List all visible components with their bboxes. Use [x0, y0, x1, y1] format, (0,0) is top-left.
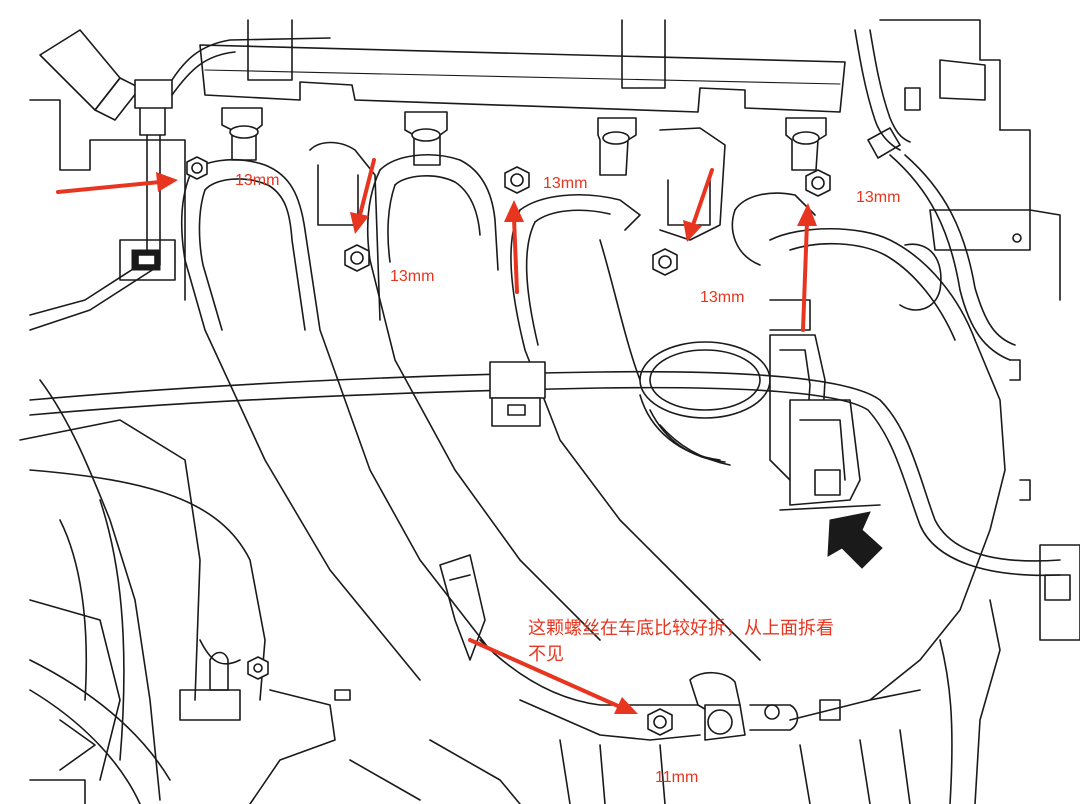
bottom-bolt-note-line1: 这颗螺丝在车底比较好拆，从上面拆看 [528, 618, 834, 639]
label-bolt-top-center: 13mm [543, 175, 587, 192]
intake-runner-2 [309, 141, 601, 641]
arrow-bolt-top-right [797, 203, 817, 332]
intake-runner-4-plenum [659, 127, 1006, 701]
bolt-head [344, 244, 370, 272]
bolt-head [504, 166, 530, 194]
fuel-rail [199, 19, 846, 113]
bolt-head [186, 156, 208, 180]
arrow-bolt-top-center [504, 200, 524, 294]
fuel-line-connector [29, 29, 331, 331]
engine-line-art [19, 19, 1080, 804]
bolt-head [247, 656, 269, 680]
engine-block-right [854, 19, 1080, 804]
arrow-bolt-mid-left [350, 158, 376, 234]
bolts [186, 156, 831, 736]
bolt-head [805, 169, 831, 197]
label-bolt-top-right: 13mm [856, 189, 900, 206]
label-bolt-bottom: 11mm [655, 769, 698, 786]
label-bolt-mid-right: 13mm [700, 289, 744, 306]
label-bolt-mid-left: 13mm [390, 268, 434, 285]
engine-block-left [19, 99, 201, 804]
throttle-body [639, 299, 883, 569]
manifold-lower-flange [29, 554, 921, 804]
bottom-bolt-note-line2: 不见 [528, 644, 564, 665]
annotations: 13mm 13mm 13mm 13mm 13mm 11mm 这颗螺丝在车底比较好… [56, 158, 900, 786]
arrow-bolt-mid-right [683, 168, 714, 242]
arrow-bolt-top-left [56, 172, 178, 194]
intake-runner-1 [180, 159, 491, 681]
intake-runner-3 [510, 194, 761, 661]
wiring-harness [29, 361, 1061, 701]
bolt-head [647, 708, 673, 736]
label-bolt-top-left: 13mm [235, 172, 279, 189]
bolt-head [652, 248, 678, 276]
fuel-injectors [221, 107, 827, 176]
arrow-bolt-bottom [468, 638, 638, 714]
